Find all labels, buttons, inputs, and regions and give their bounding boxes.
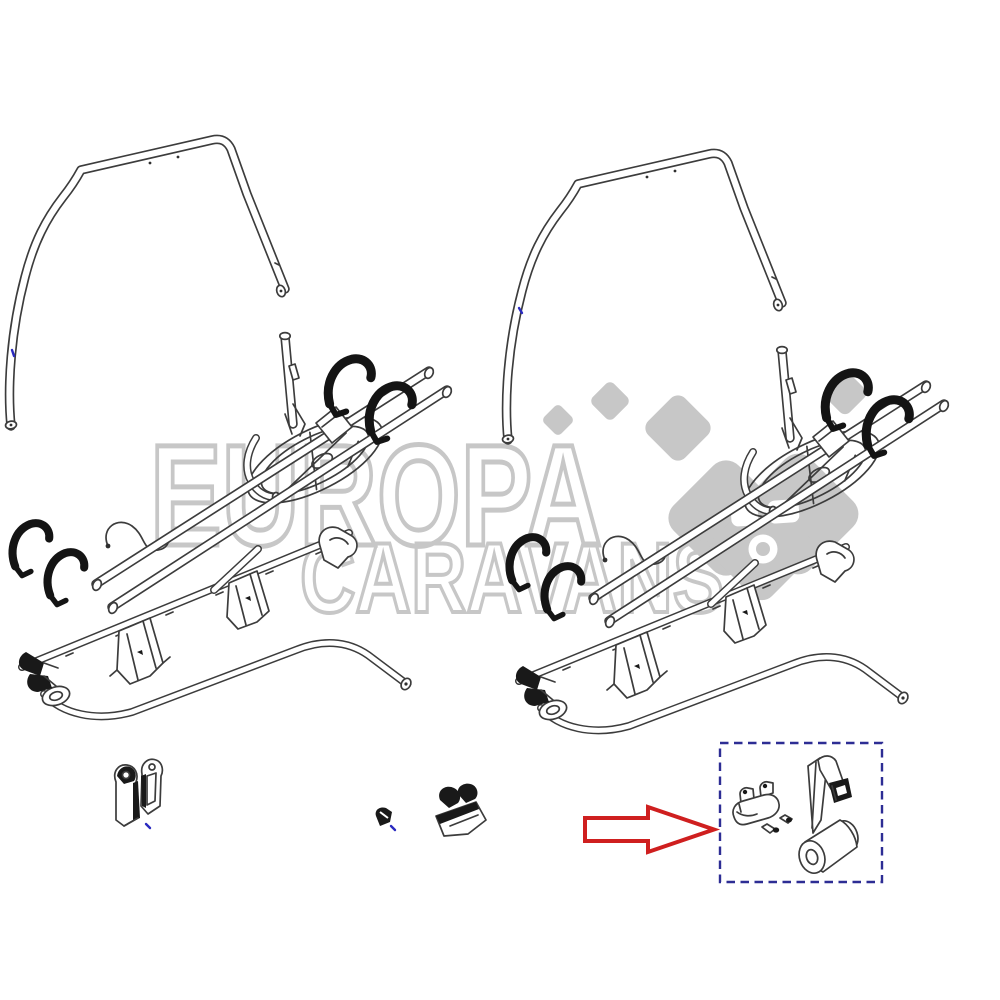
loose-wheel-claw [435, 783, 487, 837]
bike-carrier-rack-right [502, 153, 950, 730]
part-mounting-bracket [732, 780, 780, 826]
parts-highlight-box [718, 741, 884, 884]
part-strap [807, 755, 852, 834]
part-screws [761, 814, 793, 834]
blue-marker-ticks [10, 306, 524, 832]
bike-carrier-rack-left [5, 139, 453, 716]
loose-strap-clip-pair [113, 758, 164, 827]
red-arrow-right-icon [583, 804, 721, 855]
loose-small-clip [375, 807, 392, 826]
part-roller [798, 819, 859, 875]
